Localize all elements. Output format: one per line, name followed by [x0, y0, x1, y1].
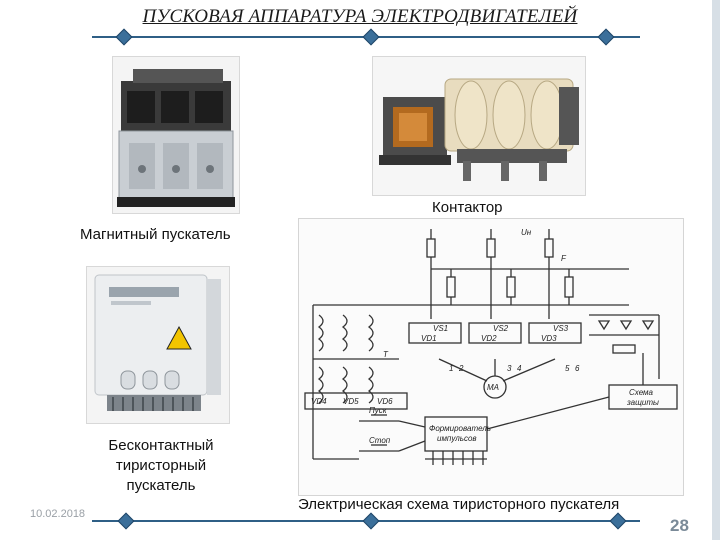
thyristor-starter-caption: Бесконтактный тиристорный пускатель	[108, 437, 214, 494]
scheme-label-pusk: Пуск	[369, 406, 388, 415]
scheme-label-n3: 3	[507, 364, 512, 373]
rule-diamond-left	[115, 28, 133, 46]
bottom-diamond-left	[117, 512, 135, 530]
magnetic-starter-image	[112, 56, 240, 214]
scheme-label-vd1: VD1	[421, 334, 437, 343]
contactor-caption: Контактор	[432, 199, 503, 216]
scheme-label-vd4: VD4	[311, 397, 327, 406]
scheme-label-vd6: VD6	[377, 397, 393, 406]
scheme-label-n5: 5	[565, 364, 570, 373]
scheme-label-vs1: VS1	[433, 324, 448, 333]
scheme-label-vs2: VS2	[493, 324, 509, 333]
scheme-label-f: F	[561, 254, 567, 263]
scheme-label-shaper-1: Формирователь	[429, 424, 491, 433]
contactor-image	[372, 56, 586, 196]
scheme-label-n6: 6	[575, 364, 580, 373]
scheme-label-vd5: VD5	[343, 397, 359, 406]
page-number: 28	[670, 516, 689, 535]
scheme-label-n4: 4	[517, 364, 522, 373]
page-title: ПУСКОВАЯ АППАРАТУРА ЭЛЕКТРОДВИГАТЕЛЕЙ	[142, 6, 578, 27]
scheme-label-n2: 2	[458, 364, 464, 373]
scheme-label-vd2: VD2	[481, 334, 497, 343]
side-bar	[712, 0, 720, 540]
thyristor-starter-scheme: Uн F VS1 VS2 VS3 VD1 VD2 VD3 VD4 VD5 VD6…	[298, 218, 684, 496]
scheme-label-t: T	[383, 350, 389, 359]
scheme-label-stop: Стоп	[369, 436, 391, 445]
scheme-label-n1: 1	[449, 364, 453, 373]
bottom-diamond-center	[362, 512, 380, 530]
scheme-label-protect-1: Схема	[629, 388, 654, 397]
scheme-label-motor: МА	[487, 383, 499, 392]
rule-diamond-right	[597, 28, 615, 46]
magnetic-starter-caption: Магнитный пускатель	[80, 226, 231, 243]
slide-date: 10.02.2018	[30, 508, 86, 520]
scheme-label-un: Uн	[521, 228, 532, 237]
scheme-label-vs3: VS3	[553, 324, 569, 333]
scheme-label-protect-2: защиты	[626, 398, 659, 407]
bottom-diamond-right	[609, 512, 627, 530]
scheme-caption: Электрическая схема тиристорного пускате…	[298, 496, 620, 513]
rule-diamond-center	[362, 28, 380, 46]
scheme-label-shaper-2: импульсов	[437, 434, 477, 443]
scheme-label-vd3: VD3	[541, 334, 557, 343]
thyristor-starter-image	[86, 266, 230, 424]
